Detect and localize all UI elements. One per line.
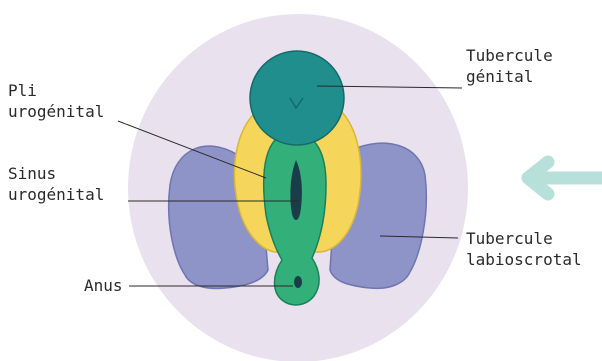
label-tubercule-genital-line2: génital bbox=[466, 66, 553, 87]
label-pli-urogenital-line1: Pli bbox=[8, 80, 104, 101]
label-sinus-urogenital: Sinus urogénital bbox=[8, 163, 104, 205]
genital-tubercle bbox=[250, 51, 344, 145]
label-pli-urogenital: Pli urogénital bbox=[8, 80, 104, 122]
label-pli-urogenital-line2: urogénital bbox=[8, 101, 104, 122]
label-anus-text: Anus bbox=[84, 275, 123, 296]
label-anus: Anus bbox=[84, 275, 123, 296]
label-sinus-urogenital-line2: urogénital bbox=[8, 184, 104, 205]
label-tubercule-labioscrotal-line2: labioscrotal bbox=[466, 249, 582, 270]
label-tubercule-genital-line1: Tubercule bbox=[466, 45, 553, 66]
direction-arrow-icon bbox=[528, 162, 602, 194]
anus-opening bbox=[294, 276, 302, 288]
label-sinus-urogenital-line1: Sinus bbox=[8, 163, 104, 184]
label-tubercule-labioscrotal-line1: Tubercule bbox=[466, 228, 582, 249]
label-tubercule-labioscrotal: Tubercule labioscrotal bbox=[466, 228, 582, 270]
label-tubercule-genital: Tubercule génital bbox=[466, 45, 553, 87]
